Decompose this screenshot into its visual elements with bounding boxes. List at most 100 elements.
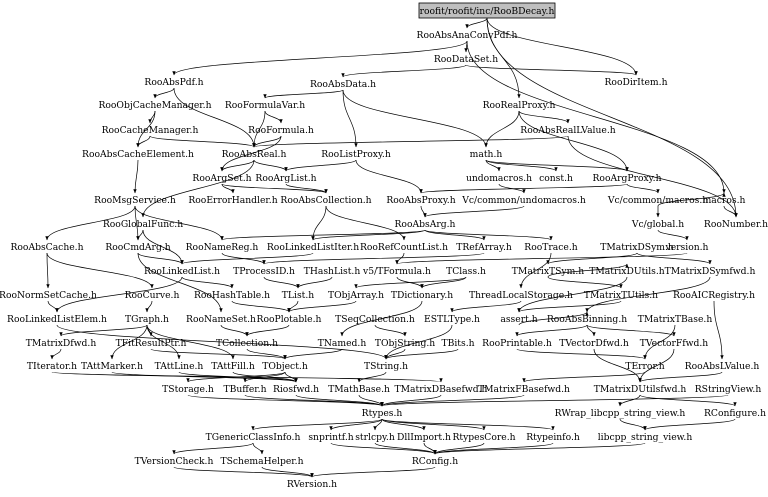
header-node[interactable]: RooFormulaVar.h <box>225 100 305 111</box>
header-node[interactable]: RooNumber.h <box>704 219 768 230</box>
header-node[interactable]: TAttLine.h <box>155 361 204 372</box>
header-node[interactable]: RooNameSet.h <box>186 314 256 325</box>
header-node[interactable]: TError.h <box>625 361 664 372</box>
header-node[interactable]: RooCmdArg.h <box>105 242 170 253</box>
header-node[interactable]: RooArgList.h <box>255 173 316 184</box>
header-node[interactable]: RooFormula.h <box>248 125 314 136</box>
header-node[interactable]: TNamed.h <box>318 338 367 349</box>
header-node[interactable]: RooCurve.h <box>125 290 180 301</box>
header-node[interactable]: RooCacheManager.h <box>102 125 199 136</box>
header-node[interactable]: RooArgSet.h <box>192 173 251 184</box>
header-node[interactable]: TObjString.h <box>375 338 435 349</box>
header-node[interactable]: macros.h <box>703 195 746 206</box>
header-node[interactable]: RooTrace.h <box>524 242 577 253</box>
header-node[interactable]: TCollection.h <box>216 338 278 349</box>
root-node-label[interactable]: roofit/roofit/inc/RooBDecay.h <box>420 6 555 17</box>
header-node[interactable]: version.h <box>665 242 709 253</box>
header-node[interactable]: TAttMarker.h <box>81 361 143 372</box>
header-node[interactable]: Rtypes.h <box>362 408 403 419</box>
header-node[interactable]: TProcessID.h <box>233 266 295 277</box>
header-node[interactable]: RConfig.h <box>412 456 458 467</box>
header-node[interactable]: RooAbsReal.h <box>222 149 287 160</box>
header-node[interactable]: TObject.h <box>262 361 308 372</box>
header-node[interactable]: Riosfwd.h <box>273 384 319 395</box>
header-node[interactable]: TMatrixDBasefwd.h <box>395 384 488 395</box>
header-node[interactable]: TGenericClassInfo.h <box>206 432 301 443</box>
header-node[interactable]: TObjArray.h <box>328 290 384 301</box>
header-node[interactable]: TMatrixTSym.h <box>512 266 584 277</box>
header-node[interactable]: RWrap_libcpp_string_view.h <box>555 408 686 419</box>
header-node[interactable]: TMatrixDSymfwd.h <box>665 266 756 277</box>
header-node[interactable]: TSeqCollection.h <box>335 314 415 325</box>
header-node[interactable]: TAttFill.h <box>211 361 255 372</box>
header-node[interactable]: strlcpy.h <box>355 432 395 443</box>
header-node[interactable]: TMatrixDSym.h <box>600 242 674 253</box>
header-node[interactable]: TMatrixTBase.h <box>638 314 713 325</box>
header-node[interactable]: TVectorFfwd.h <box>640 338 709 349</box>
header-node[interactable]: RooDirItem.h <box>605 77 668 88</box>
header-node[interactable]: math.h <box>470 149 503 160</box>
header-node[interactable]: RtypesCore.h <box>452 432 515 443</box>
header-node[interactable]: TDictionary.h <box>391 290 453 301</box>
header-node[interactable]: RooAbsArg.h <box>395 219 456 230</box>
header-node[interactable]: RooArgProxy.h <box>593 173 662 184</box>
header-node[interactable]: RooLinkedListElem.h <box>7 314 107 325</box>
header-node[interactable]: RooAbsCacheElement.h <box>82 149 194 160</box>
header-node[interactable]: RooDataSet.h <box>434 54 498 65</box>
header-node[interactable]: TString.h <box>364 361 408 372</box>
header-node[interactable]: TIterator.h <box>27 361 77 372</box>
header-node[interactable]: TVersionCheck.h <box>135 456 214 467</box>
header-node[interactable]: TBits.h <box>441 338 474 349</box>
header-node[interactable]: TList.h <box>282 290 314 301</box>
header-node[interactable]: TMatrixDUtils.h <box>589 266 665 277</box>
header-node[interactable]: undomacros.h <box>466 173 532 184</box>
header-node[interactable]: RConfigure.h <box>704 408 766 419</box>
header-node[interactable]: RooAbsCollection.h <box>280 195 371 206</box>
header-node[interactable]: RooAbsRealLValue.h <box>520 125 615 136</box>
header-node[interactable]: Vc/common/macros.h <box>607 195 708 206</box>
header-node[interactable]: Vc/common/undomacros.h <box>461 195 586 206</box>
header-node[interactable]: v5/TFormula.h <box>362 266 431 277</box>
header-node[interactable]: TMatrixFBasefwd.h <box>478 384 570 395</box>
header-node[interactable]: RooListProxy.h <box>321 149 391 160</box>
header-node[interactable]: TMathBase.h <box>328 384 390 395</box>
header-node[interactable]: RooAbsCache.h <box>10 242 83 253</box>
header-node[interactable]: RooAbsLValue.h <box>685 361 760 372</box>
header-node[interactable]: snprintf.h <box>308 432 353 443</box>
header-node[interactable]: RooAbsData.h <box>310 79 376 90</box>
header-node[interactable]: assert.h <box>500 314 537 325</box>
header-node[interactable]: ESTLType.h <box>424 314 480 325</box>
header-node[interactable]: RooPrintable.h <box>482 338 552 349</box>
header-node[interactable]: RooRealProxy.h <box>483 100 556 111</box>
header-node[interactable]: RooPlotable.h <box>257 314 322 325</box>
header-node[interactable]: TMatrixDUtilsfwd.h <box>594 384 687 395</box>
header-node[interactable]: TVectorDfwd.h <box>559 338 629 349</box>
header-node[interactable]: TClass.h <box>446 266 486 277</box>
header-node[interactable]: TGraph.h <box>125 314 169 325</box>
header-node[interactable]: libcpp_string_view.h <box>598 432 693 443</box>
header-node[interactable]: Rtypeinfo.h <box>526 432 580 443</box>
header-node[interactable]: THashList.h <box>304 266 361 277</box>
header-node[interactable]: RVersion.h <box>287 479 337 490</box>
header-node[interactable]: TBuffer.h <box>224 384 267 395</box>
header-node[interactable]: RooAbsAnaConvPdf.h <box>417 30 518 41</box>
header-node[interactable]: TStorage.h <box>162 384 214 395</box>
header-node[interactable]: RooAbsProxy.h <box>386 195 455 206</box>
header-node[interactable]: RooHashTable.h <box>194 290 270 301</box>
header-node[interactable]: RStringView.h <box>695 384 762 395</box>
header-node[interactable]: RooLinkedListIter.h <box>267 242 359 253</box>
header-node[interactable]: TRefArray.h <box>456 242 512 253</box>
header-node[interactable]: ThreadLocalStorage.h <box>469 290 573 301</box>
header-node[interactable]: TMatrixDfwd.h <box>26 338 97 349</box>
header-node[interactable]: RooMsgService.h <box>94 195 176 206</box>
header-node[interactable]: TFitResultPtr.h <box>116 338 187 349</box>
header-node[interactable]: RooAbsPdf.h <box>144 77 203 88</box>
header-node[interactable]: TSchemaHelper.h <box>220 456 303 467</box>
header-node[interactable]: RooLinkedList.h <box>144 266 220 277</box>
root-node-box[interactable] <box>418 2 556 19</box>
header-node[interactable]: Vc/global.h <box>631 219 684 230</box>
header-node[interactable]: RooNormSetCache.h <box>0 290 97 301</box>
header-node[interactable]: RooGlobalFunc.h <box>103 219 183 230</box>
header-node[interactable]: RooRefCountList.h <box>360 242 448 253</box>
header-node[interactable]: TMatrixTUtils.h <box>584 290 658 301</box>
